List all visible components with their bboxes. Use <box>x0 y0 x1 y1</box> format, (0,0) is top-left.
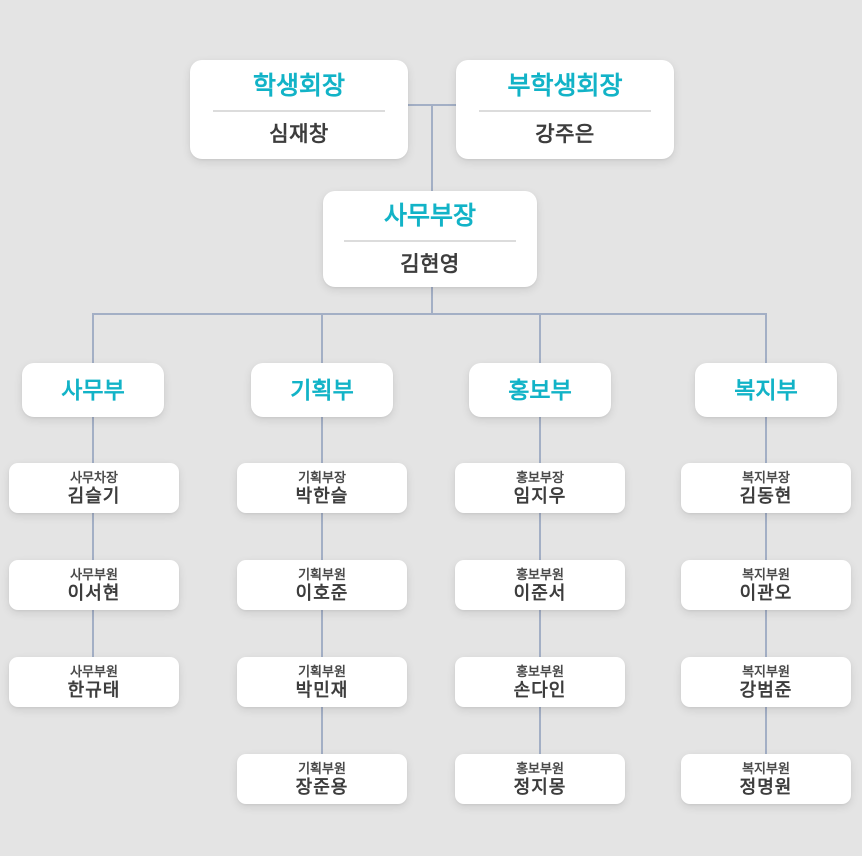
member-name: 이서현 <box>67 583 121 603</box>
member-role: 기획부장 <box>298 470 346 485</box>
connector-center-upper <box>431 104 433 193</box>
member-card: 사무부원 한규태 <box>9 657 179 707</box>
member-name: 임지우 <box>513 486 567 506</box>
member-role: 사무부원 <box>70 664 118 679</box>
card-dept-hongbobu: 홍보부 <box>469 363 611 417</box>
dept-title: 홍보부 <box>508 376 572 403</box>
member-role: 기획부원 <box>298 761 346 776</box>
member-card: 홍보부원 이준서 <box>455 560 625 610</box>
member-name: 손다인 <box>513 680 567 700</box>
member-name: 이준서 <box>513 583 567 603</box>
member-card: 복지부장 김동현 <box>681 463 851 513</box>
member-role: 기획부원 <box>298 664 346 679</box>
office-manager-name: 김현영 <box>400 252 460 276</box>
member-role: 홍보부원 <box>516 567 564 582</box>
connector-column-4 <box>765 313 767 759</box>
member-name: 정지몽 <box>513 777 567 797</box>
connector-column-2 <box>321 313 323 759</box>
member-name: 이호준 <box>295 583 349 603</box>
divider <box>479 110 651 112</box>
connector-column-3 <box>539 313 541 759</box>
card-dept-bokjibu: 복지부 <box>695 363 837 417</box>
member-role: 사무차장 <box>70 470 118 485</box>
divider <box>344 239 516 242</box>
dept-title: 복지부 <box>734 376 798 403</box>
office-manager-title: 사무부장 <box>383 201 476 230</box>
connector-main-horizontal <box>92 313 767 315</box>
member-name: 한규태 <box>67 680 121 700</box>
card-vice-president: 부학생회장 강주은 <box>456 60 674 159</box>
member-name: 박한슬 <box>295 486 349 506</box>
member-card: 홍보부원 정지몽 <box>455 754 625 804</box>
member-role: 복지부장 <box>742 470 790 485</box>
connector-center-lower <box>431 285 433 315</box>
president-name: 심재창 <box>269 123 329 146</box>
member-card: 사무부원 이서현 <box>9 560 179 610</box>
member-card: 복지부원 이관오 <box>681 560 851 610</box>
member-role: 홍보부장 <box>516 470 564 485</box>
member-role: 사무부원 <box>70 567 118 582</box>
member-card: 기획부원 박민재 <box>237 657 407 707</box>
vice-president-title: 부학생회장 <box>507 72 623 100</box>
member-card: 기획부원 이호준 <box>237 560 407 610</box>
member-card: 기획부원 장준용 <box>237 754 407 804</box>
member-name: 장준용 <box>295 777 349 797</box>
member-card: 복지부원 강범준 <box>681 657 851 707</box>
member-name: 강범준 <box>739 680 793 700</box>
member-role: 홍보부원 <box>516 664 564 679</box>
member-role: 복지부원 <box>742 761 790 776</box>
member-card: 사무차장 김슬기 <box>9 463 179 513</box>
card-president: 학생회장 심재창 <box>190 60 408 159</box>
member-card: 홍보부원 손다인 <box>455 657 625 707</box>
member-role: 기획부원 <box>298 567 346 582</box>
member-card: 홍보부장 임지우 <box>455 463 625 513</box>
member-name: 이관오 <box>739 583 793 603</box>
dept-title: 기획부 <box>290 376 354 403</box>
vice-president-name: 강주은 <box>535 123 595 146</box>
member-name: 박민재 <box>295 680 349 700</box>
dept-title: 사무부 <box>61 376 125 403</box>
president-title: 학생회장 <box>252 72 345 100</box>
member-role: 복지부원 <box>742 664 790 679</box>
card-dept-samubu: 사무부 <box>22 363 164 417</box>
divider <box>213 110 385 112</box>
member-name: 김슬기 <box>67 486 121 506</box>
member-card: 복지부원 정명원 <box>681 754 851 804</box>
member-name: 정명원 <box>739 777 793 797</box>
member-card: 기획부장 박한슬 <box>237 463 407 513</box>
member-role: 복지부원 <box>742 567 790 582</box>
member-role: 홍보부원 <box>516 761 564 776</box>
card-dept-gihoekbu: 기획부 <box>251 363 393 417</box>
card-office-manager: 사무부장 김현영 <box>323 191 537 287</box>
member-name: 김동현 <box>739 486 793 506</box>
